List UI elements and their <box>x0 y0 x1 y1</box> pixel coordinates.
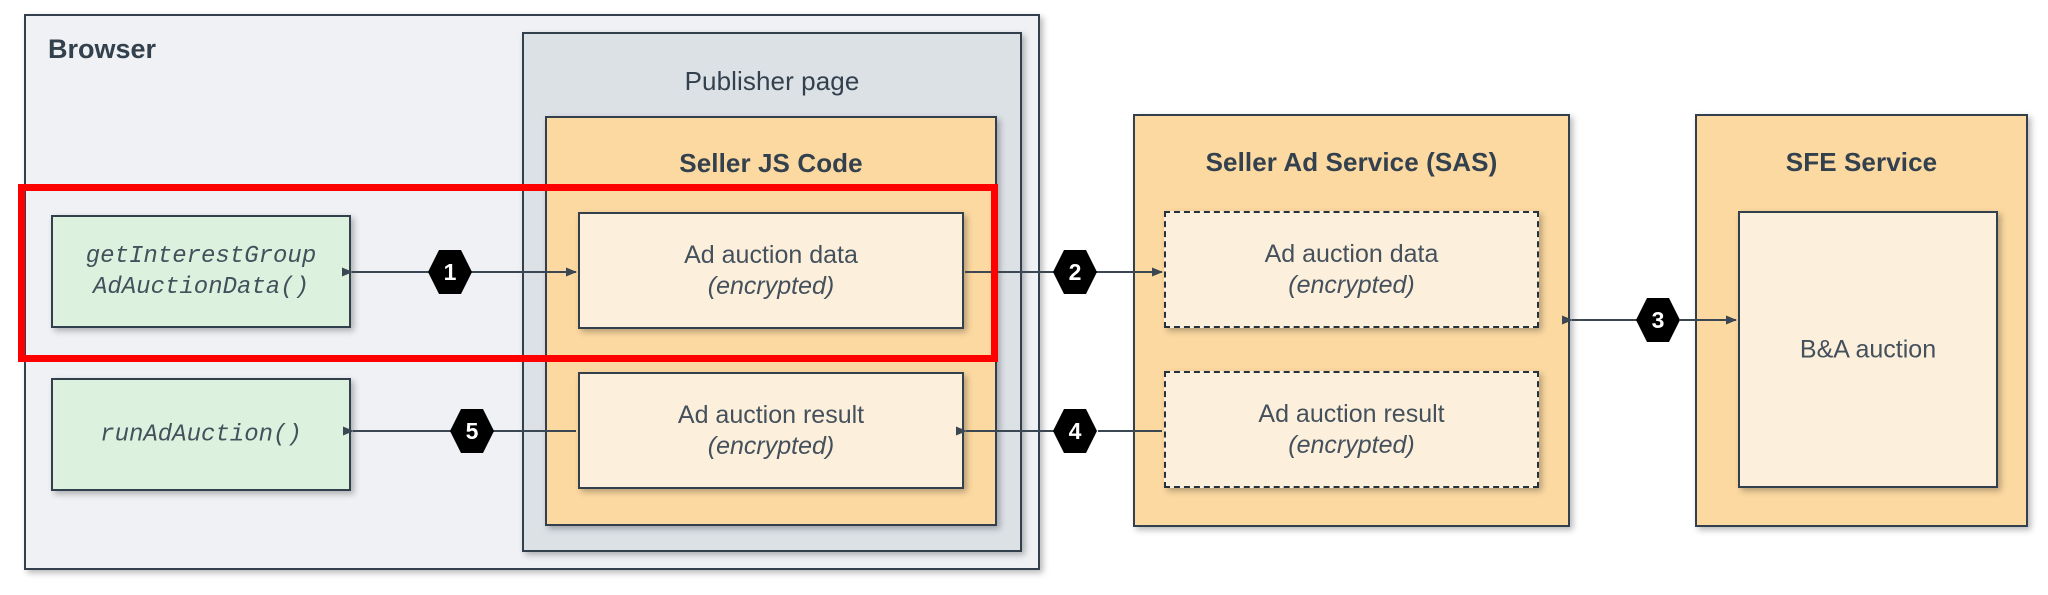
seller-js-ad-auction-result-label: Ad auction result (encrypted) <box>580 399 962 462</box>
seller-ad-service-title: Seller Ad Service (SAS) <box>1205 147 1498 177</box>
sas-ad-auction-data-box[interactable]: Ad auction data (encrypted) <box>1164 211 1539 328</box>
seller-js-ad-auction-result-main: Ad auction result <box>677 400 865 429</box>
seller-js-ad-auction-data-main: Ad auction data <box>684 240 858 269</box>
step-marker-4: 4 <box>1053 409 1097 453</box>
run-ad-auction-box[interactable]: runAdAuction() <box>51 378 351 491</box>
get-interest-group-ad-auction-data-label: getInterestGroup AdAuctionData() <box>85 242 317 301</box>
get-interest-group-ad-auction-data-box[interactable]: getInterestGroup AdAuctionData() <box>51 215 351 328</box>
sas-ad-auction-result-main: Ad auction result <box>1258 399 1445 428</box>
step-marker-1: 1 <box>428 250 472 294</box>
step-marker-3: 3 <box>1636 298 1680 342</box>
sas-ad-auction-result-box[interactable]: Ad auction result (encrypted) <box>1164 371 1539 488</box>
run-ad-auction-label: runAdAuction() <box>100 420 302 448</box>
sas-ad-auction-result-label: Ad auction result (encrypted) <box>1166 398 1537 461</box>
step-marker-5: 5 <box>450 409 494 453</box>
seller-js-ad-auction-result-sub: (encrypted) <box>707 431 835 460</box>
seller-js-ad-auction-result-box[interactable]: Ad auction result (encrypted) <box>578 372 964 489</box>
seller-js-code-title: Seller JS Code <box>679 148 863 178</box>
sas-ad-auction-result-sub: (encrypted) <box>1288 430 1415 459</box>
seller-js-ad-auction-data-box[interactable]: Ad auction data (encrypted) <box>578 212 964 329</box>
publisher-page-title: Publisher page <box>684 66 860 96</box>
sas-ad-auction-data-sub: (encrypted) <box>1288 270 1415 299</box>
sas-ad-auction-data-main: Ad auction data <box>1264 239 1439 268</box>
ba-auction-label: B&A auction <box>1799 334 1937 363</box>
sfe-service-title: SFE Service <box>1785 147 1938 177</box>
browser-title: Browser <box>48 34 157 64</box>
sas-ad-auction-data-label: Ad auction data (encrypted) <box>1166 238 1537 301</box>
step-marker-2: 2 <box>1053 250 1097 294</box>
seller-js-ad-auction-data-sub: (encrypted) <box>707 271 835 300</box>
ba-auction-box[interactable]: B&A auction <box>1738 211 1998 488</box>
seller-js-ad-auction-data-label: Ad auction data (encrypted) <box>580 239 962 302</box>
